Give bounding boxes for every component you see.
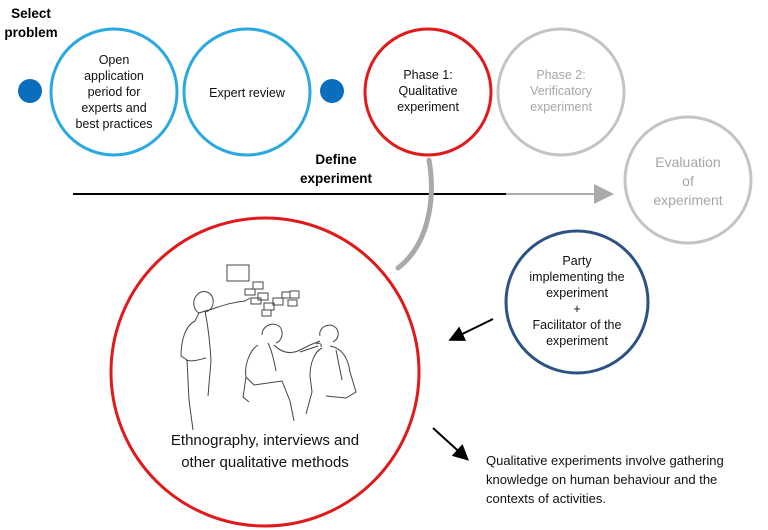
phase1-line-2: Qualitative <box>398 84 458 98</box>
party-circle <box>504 229 650 375</box>
phase1-line-3: experiment <box>397 100 459 114</box>
evaluation-circle <box>623 115 753 245</box>
define-experiment-line-1: Define <box>315 152 357 167</box>
phase2-line-1: Phase 2: <box>536 68 586 82</box>
note-line-2: knowledge on human behaviour and the <box>486 472 718 487</box>
select-problem-line-2: problem <box>4 25 58 40</box>
methods-line-2: other qualitative methods <box>181 454 349 471</box>
party-line-6: experiment <box>546 334 608 348</box>
note-line-1: Qualitative experiments involve gatherin… <box>486 453 724 468</box>
sketch-of-people-interview-icon <box>180 264 357 431</box>
party-line-3: experiment <box>546 286 608 300</box>
expert-review-label: Expert review <box>209 86 285 100</box>
expert-review-circle <box>182 27 312 157</box>
evaluation-line-1: Evaluation <box>655 154 721 170</box>
methods-circle <box>109 216 421 528</box>
party-line-1: Party <box>562 254 592 268</box>
open-application-line-2: application <box>84 69 144 83</box>
party-label: Party implementing the experiment + Faci… <box>507 253 647 349</box>
evaluation-label: Evaluation of experiment <box>628 153 748 210</box>
define-experiment-label: Define experiment <box>286 150 386 188</box>
open-application-line-5: best practices <box>75 117 153 131</box>
evaluation-line-3: experiment <box>653 192 723 208</box>
phase1-line-1: Phase 1: <box>403 68 453 82</box>
open-application-line-3: period for <box>87 85 141 99</box>
note-line-3: contexts of activities. <box>486 491 606 506</box>
arrow-to-methods <box>448 318 494 341</box>
define-dot <box>320 79 344 103</box>
methods-line-1: Ethnography, interviews and <box>170 432 360 449</box>
define-experiment-line-2: experiment <box>299 171 373 186</box>
phase1-circle <box>363 27 493 157</box>
qualitative-note: Qualitative experiments involve gatherin… <box>486 451 766 508</box>
arrow-to-note <box>432 427 469 461</box>
phase1-label: Phase 1: Qualitative experiment <box>368 67 488 115</box>
start-dot <box>18 79 42 103</box>
open-application-line-4: experts and <box>81 101 147 115</box>
open-application-circle <box>49 27 179 157</box>
methods-label: Ethnography, interviews and other qualit… <box>150 430 380 474</box>
party-line-4: + <box>573 302 581 316</box>
phase2-line-2: Verificatory <box>530 84 592 98</box>
select-problem-label: Select problem <box>0 4 62 42</box>
party-line-2: implementing the <box>529 270 625 284</box>
open-application-line-1: Open <box>98 53 130 67</box>
phase1-connector <box>395 157 434 271</box>
phase2-line-3: experiment <box>530 100 592 114</box>
phase2-label: Phase 2: Verificatory experiment <box>501 67 621 115</box>
open-application-label: Open application period for experts and … <box>54 52 174 132</box>
phase2-circle <box>496 27 626 157</box>
party-line-5: Facilitator of the <box>532 318 622 332</box>
select-problem-line-1: Select <box>11 6 51 21</box>
evaluation-line-2: of <box>682 173 694 189</box>
